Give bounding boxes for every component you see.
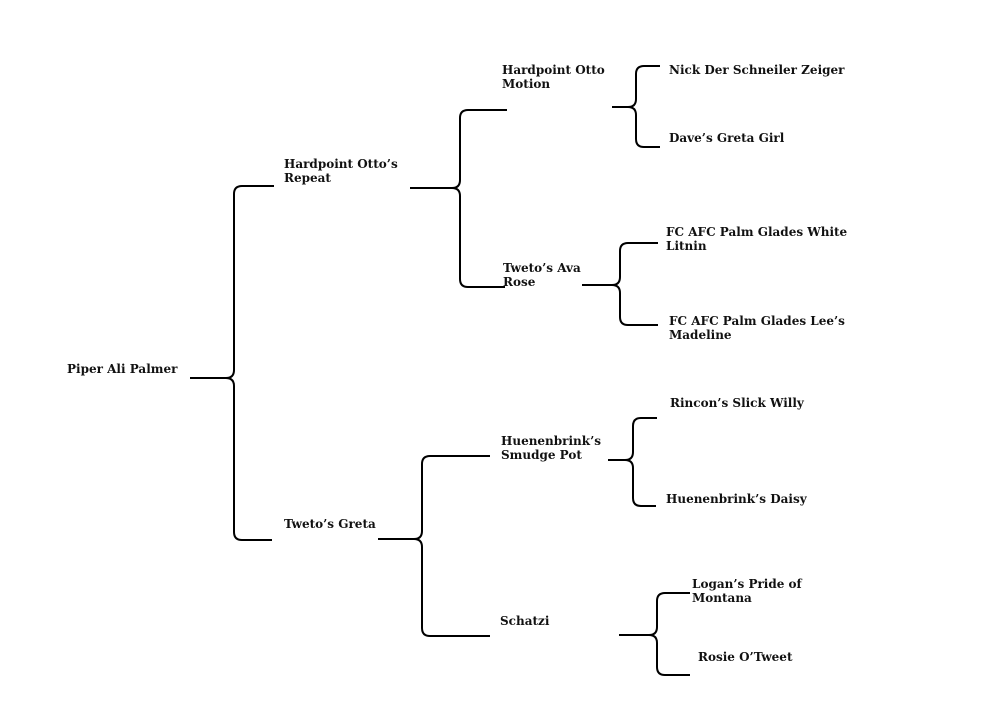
connector-sd-bracket	[611, 242, 658, 326]
dam-sire-name: Huenenbrink’s Smudge Pot	[501, 434, 602, 462]
dam-name: Tweto’s Greta	[284, 517, 376, 531]
ss-dam-name: Dave’s Greta Girl	[669, 131, 785, 145]
connector-subject-bracket	[225, 185, 274, 541]
dd-sire-name: Logan’s Pride of Montana	[692, 577, 802, 605]
sire-dam-name: Tweto’s Ava Rose	[503, 261, 581, 289]
sd-sire-name: FC AFC Palm Glades White Litnin	[666, 225, 848, 253]
dd-dam-name: Rosie O’Tweet	[698, 650, 793, 664]
connector-dam-bracket	[413, 455, 490, 637]
connector-ds-bracket	[624, 417, 657, 507]
sire-sire-name: Hardpoint Otto Motion	[502, 63, 605, 91]
connector-sire-bracket	[451, 109, 507, 288]
connector-dd-bracket	[648, 592, 690, 676]
ds-sire-name: Rincon’s Slick Willy	[670, 396, 804, 410]
ss-sire-name: Nick Der Schneiler Zeiger	[669, 63, 845, 77]
sire-name: Hardpoint Otto’s Repeat	[284, 157, 398, 185]
subject-name: Piper Ali Palmer	[67, 362, 178, 376]
connector-ss-bracket	[627, 65, 660, 148]
ds-dam-name: Huenenbrink’s Daisy	[666, 492, 807, 506]
dam-dam-name: Schatzi	[500, 614, 550, 628]
sd-dam-name: FC AFC Palm Glades Lee’s Madeline	[669, 314, 845, 342]
